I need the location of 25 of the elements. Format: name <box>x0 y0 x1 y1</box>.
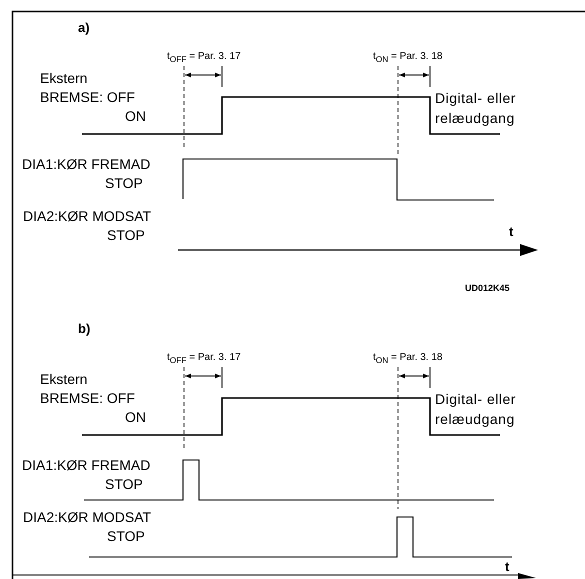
axis-label: t <box>505 559 510 575</box>
signal-label: Ekstern <box>40 70 88 86</box>
signal-label: DIA1:KØR FREMAD <box>22 457 150 473</box>
state-label: STOP <box>107 227 145 243</box>
signal-label: BREMSE: OFF <box>40 89 135 105</box>
signal-label: DIA2:KØR MODSAT <box>23 208 152 224</box>
state-label: ON <box>125 108 146 124</box>
panel-label: b) <box>78 321 90 337</box>
signal-label: DIA2:KØR MODSAT <box>23 509 152 525</box>
parameter-label: t$_{ON}$ = Par. 3. 18 <box>373 51 442 65</box>
parameter-label: t$_{ON}$ = Par. 3. 18 <box>373 352 442 366</box>
axis-label: t <box>509 224 514 240</box>
state-label: ON <box>125 409 146 425</box>
output-label: Digital- eller relæudgang <box>435 89 517 128</box>
signal-label: DIA1:KØR FREMAD <box>22 156 150 172</box>
state-label: STOP <box>105 175 143 191</box>
state-label: STOP <box>105 476 143 492</box>
output-label: Digital- eller relæudgang <box>435 390 517 429</box>
parameter-label: t$_{OFF}$ = Par. 3. 17 <box>167 352 241 366</box>
signal-label: BREMSE: OFF <box>40 390 135 406</box>
signal-label: Ekstern <box>40 371 88 387</box>
parameter-label: t$_{OFF}$ = Par. 3. 17 <box>167 51 241 65</box>
panel-label: a) <box>78 20 90 36</box>
drawing-code: UD012K45 <box>465 283 510 294</box>
state-label: STOP <box>107 528 145 544</box>
